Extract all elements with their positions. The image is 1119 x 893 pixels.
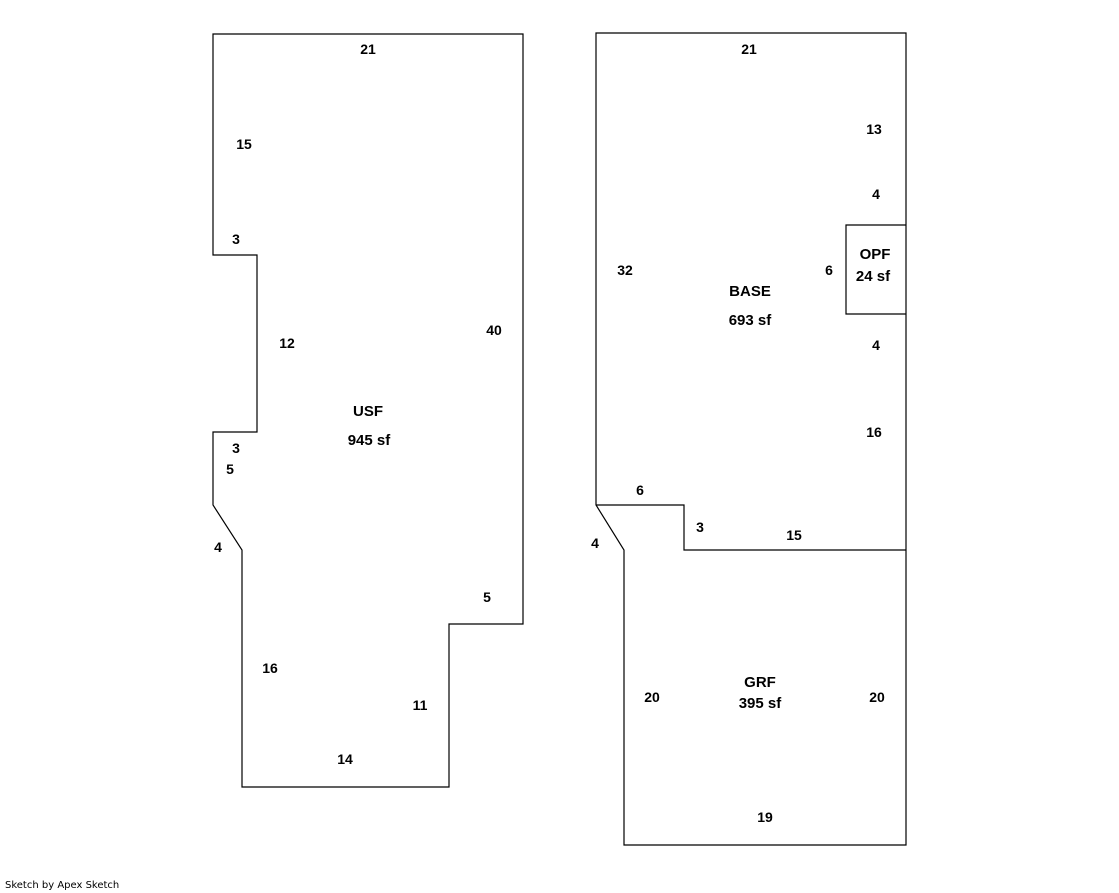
usf-dim-step-vertical: 11: [413, 697, 428, 713]
usf-dim-right: 40: [486, 322, 502, 338]
base-name-label: BASE: [729, 283, 771, 300]
grf-name-label: GRF: [744, 674, 776, 691]
usf-area-label: 945 sf: [348, 432, 392, 449]
base-grf-divider: [596, 504, 906, 551]
usf-dim-top: 21: [360, 41, 376, 57]
usf-dim-left-lower: 5: [226, 461, 234, 477]
base-dim-right-mid-upper: 4: [872, 186, 880, 202]
usf-dim-left-upper: 15: [236, 136, 252, 152]
base-area-label: 693 sf: [729, 312, 773, 329]
grf-area-label: 395 sf: [739, 695, 783, 712]
usf-dim-notch-top: 3: [232, 231, 240, 247]
base-dim-step-vertical: 3: [696, 519, 704, 535]
sketch-credit: Sketch by Apex Sketch: [5, 880, 120, 891]
usf-dim-notch-side: 12: [279, 335, 295, 351]
opf-name-label: OPF: [860, 246, 891, 263]
grf-dim-right: 20: [869, 689, 885, 705]
grf-dim-left: 20: [644, 689, 660, 705]
base-dim-bottom: 15: [786, 527, 802, 543]
base-dim-left: 32: [617, 262, 633, 278]
base-dim-bottom-step: 6: [636, 482, 644, 498]
usf-dim-bottom: 14: [337, 751, 353, 767]
usf-dim-left-bottom: 16: [262, 660, 278, 676]
base-dim-right-mid-lower: 4: [872, 337, 880, 353]
usf-outline: [212, 33, 524, 788]
grf-dim-bottom: 19: [757, 809, 773, 825]
base-dim-right-lower: 16: [866, 424, 882, 440]
opf-dim-depth: 6: [825, 262, 833, 278]
grf-dim-angle: 4: [591, 535, 599, 551]
usf-dim-step-horizontal: 5: [483, 589, 491, 605]
base-dim-right-upper: 13: [866, 121, 882, 137]
usf-dim-angle: 4: [214, 539, 222, 555]
opf-area-label: 24 sf: [856, 268, 891, 285]
base-grf-outline: [595, 32, 907, 846]
base-dim-top: 21: [741, 41, 757, 57]
usf-dim-notch-bottom: 3: [232, 440, 240, 456]
opf-outline: [845, 224, 906, 315]
usf-name-label: USF: [353, 403, 383, 420]
